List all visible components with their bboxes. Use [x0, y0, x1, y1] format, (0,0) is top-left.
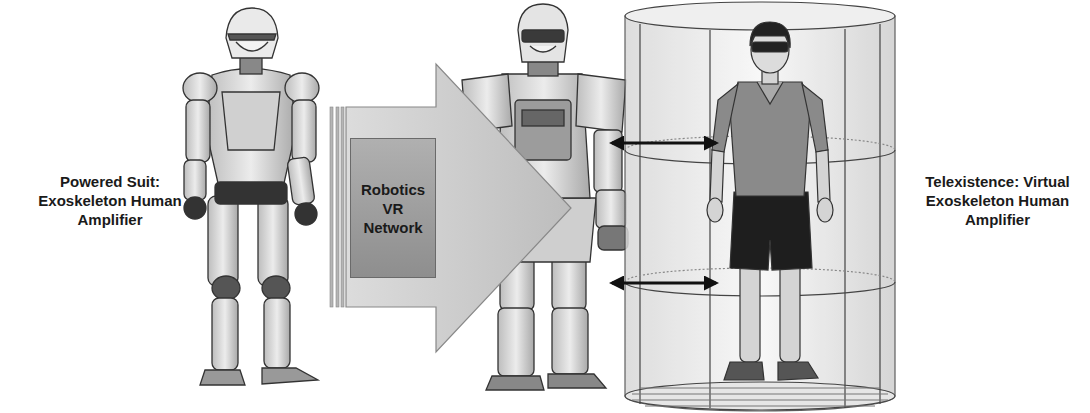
- figure-caption: Powered Suit: Exoskeleton Human Amplifie…: [35, 172, 185, 229]
- powered-suit-figure-part: [222, 92, 280, 150]
- telexistence-booth-part: [879, 24, 880, 404]
- powered-suit-figure-part: [208, 196, 238, 286]
- powered-suit-figure-part: [240, 56, 262, 74]
- robot-figure-part: [515, 100, 571, 160]
- operator-figure-part: [740, 262, 760, 362]
- sync-arrows: [612, 143, 716, 283]
- robot-figure-part: [594, 130, 622, 192]
- telexistence-booth-part: [632, 393, 888, 394]
- operator-figure-part: [816, 150, 830, 202]
- powered-suit-figure-part: [226, 8, 278, 58]
- robot-figure-part: [498, 308, 534, 376]
- operator-figure-part: [757, 82, 783, 104]
- powered-suit-figure-part: [228, 34, 276, 40]
- powered-suit-figure-part: [183, 73, 217, 103]
- robot-figure-part: [530, 46, 556, 52]
- arrow-stripe: [341, 107, 344, 307]
- robot-figure-part: [522, 30, 564, 42]
- operator-figure-part: [707, 198, 723, 222]
- telexistence-booth-part: [632, 399, 888, 400]
- powered-suit-figure-part: [212, 298, 238, 370]
- powered-suit-figure-part: [295, 203, 317, 225]
- caption-text: Telexistence: Virtual Exoskeleton Human …: [920, 172, 1075, 229]
- powered-suit-figure-part: [206, 69, 296, 193]
- powered-suit-figure-part: [258, 196, 288, 286]
- operator-figure: [707, 22, 833, 380]
- powered-suit-figure-part: [262, 276, 290, 300]
- powered-suit-figure-part: [186, 100, 210, 162]
- powered-suit-figure-part: [184, 197, 206, 219]
- robot-figure-part: [548, 374, 606, 388]
- operator-figure-part: [724, 362, 764, 380]
- powered-suit-figure-part: [215, 182, 287, 204]
- operator-figure-part: [802, 84, 828, 152]
- operator-figure-part: [780, 262, 800, 362]
- powered-suit-figure-part: [285, 73, 319, 103]
- robot-figure-part: [518, 4, 568, 62]
- sync-arrows-part: [612, 142, 716, 145]
- operator-figure-part: [730, 192, 812, 270]
- operator-figure-part: [817, 198, 833, 222]
- operator-figure-part: [710, 150, 724, 202]
- telexistence-booth-part: [639, 24, 640, 404]
- operator-figure-part: [778, 362, 818, 380]
- powered-suit-figure-part: [236, 42, 268, 51]
- arrow-shape: [346, 64, 571, 352]
- telexistence-booth-part: [625, 16, 895, 411]
- robot-figure-part: [576, 74, 626, 132]
- robot-figure-part: [522, 110, 564, 126]
- powered-suit-figure-part: [292, 100, 316, 162]
- telexistence-booth: [625, 2, 895, 411]
- caption-text: Powered Suit: Exoskeleton Human Amplifie…: [35, 172, 185, 229]
- arrow-label: Robotics VR Network: [355, 180, 431, 237]
- arrow-stripe: [330, 107, 333, 307]
- telexistence-booth-part: [640, 387, 880, 388]
- arrow-stripe: [336, 107, 339, 307]
- robot-figure-part: [486, 376, 544, 390]
- operator-figure-part: [752, 42, 788, 52]
- powered-suit-figure-part: [212, 276, 240, 300]
- powered-suit-figure-part: [287, 157, 315, 206]
- powered-suit-figure: [183, 8, 319, 385]
- robot-figure-part: [596, 190, 626, 228]
- powered-suit-figure-part: [264, 298, 290, 368]
- sync-arrows-part: [612, 282, 716, 285]
- robot-figure-part: [598, 226, 628, 250]
- label-box: Robotics VR Network: [350, 138, 436, 278]
- network-arrow: Robotics VR Network: [328, 62, 573, 354]
- powered-suit-figure-part: [262, 368, 318, 384]
- telexistence-booth-part: [645, 405, 875, 406]
- telexistence-booth-part: [625, 382, 895, 410]
- operator-figure-part: [730, 82, 810, 196]
- powered-suit-figure-part: [200, 370, 245, 385]
- robot-figure-part: [552, 308, 588, 374]
- telexistence-booth-part: [844, 29, 845, 408]
- figure-caption: Telexistence: Virtual Exoskeleton Human …: [920, 172, 1075, 229]
- powered-suit-figure-part: [184, 160, 206, 200]
